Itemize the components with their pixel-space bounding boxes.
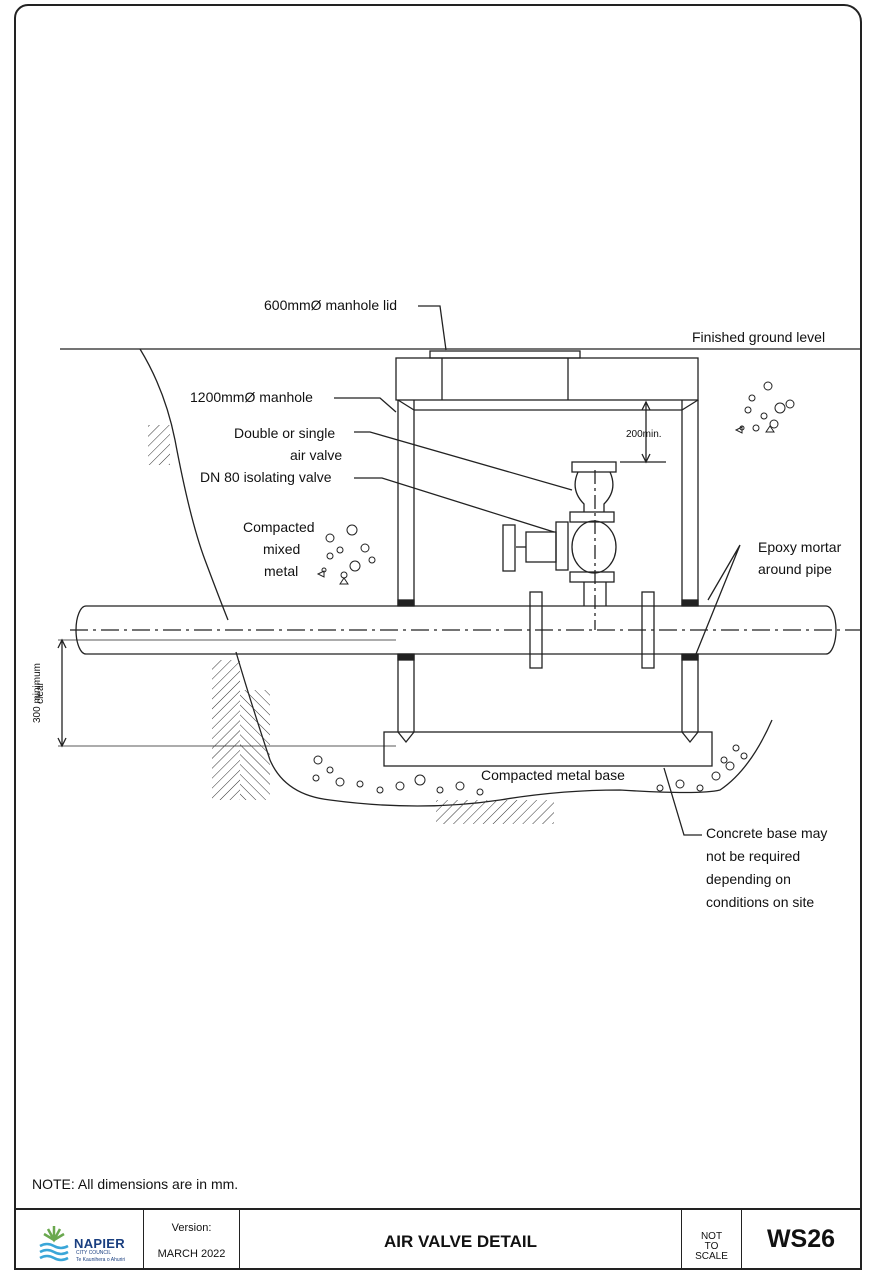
soil-hatch (436, 800, 554, 824)
label-epoxy-1: Epoxy mortar (758, 539, 842, 555)
scale-cell: NOT TO SCALE (682, 1210, 742, 1270)
logo-name: NAPIER (74, 1236, 125, 1251)
label-manhole: 1200mmØ manhole (190, 389, 313, 405)
label-ground-level: Finished ground level (692, 329, 826, 345)
soil-hatch (212, 660, 240, 800)
isolating-valve-stem (525, 531, 557, 563)
label-dim-200: 200min. (626, 429, 662, 440)
valve-riser (583, 582, 607, 606)
aggregate-cluster (312, 381, 795, 796)
logo-subtitle-maori: Te Kaunihera o Ahuriri (76, 1257, 126, 1263)
label-compacted-2: mixed (263, 541, 301, 557)
label-epoxy-2: around pipe (758, 561, 832, 577)
version-value: MARCH 2022 (157, 1248, 226, 1260)
label-concrete-1: Concrete base may (706, 825, 828, 841)
scale-line-1: NOT (700, 1231, 723, 1242)
trench-wall-left (139, 348, 229, 621)
title-block: NAPIER CITY COUNCIL Te Kaunihera o Ahuri… (14, 1208, 862, 1270)
label-concrete-2: not be required (706, 848, 801, 864)
isolating-valve-flange (569, 511, 615, 523)
manhole-top-slab (395, 357, 699, 401)
label-isolating-valve: DN 80 isolating valve (200, 469, 332, 485)
drawing-title: AIR VALVE DETAIL (384, 1232, 537, 1251)
sheet-number-cell: WS26 (742, 1210, 860, 1270)
main-pipe (75, 605, 837, 655)
isolating-valve-flange (569, 571, 615, 583)
label-clearance-2: clear (34, 682, 46, 704)
concrete-base (383, 731, 713, 767)
soil-hatch (148, 425, 170, 465)
manhole-wall-left-lower (397, 654, 415, 732)
isolating-valve-bonnet (555, 521, 569, 571)
label-air-valve-2: air valve (290, 447, 343, 463)
pipe-flange (641, 591, 655, 669)
leader-manhole (334, 397, 397, 413)
version-label: Version: (171, 1222, 212, 1234)
logo-cell: NAPIER CITY COUNCIL Te Kaunihera o Ahuri… (14, 1210, 144, 1270)
logo-subtitle: CITY COUNCIL (76, 1250, 112, 1256)
epoxy-joint (681, 653, 699, 661)
epoxy-joint (397, 653, 415, 661)
manhole-wall-right (681, 400, 699, 606)
scale-line-3: SCALE (695, 1251, 728, 1262)
pipe-flange (529, 591, 543, 669)
label-concrete-4: conditions on site (706, 894, 815, 910)
epoxy-joint (397, 599, 415, 607)
label-concrete-3: depending on (706, 871, 791, 887)
version-cell: Version: MARCH 2022 (144, 1210, 240, 1270)
label-metal-base: Compacted metal base (481, 767, 625, 783)
label-compacted-1: Compacted (243, 519, 315, 535)
scale-line-2: TO (704, 1241, 719, 1252)
leader-lid (418, 305, 447, 351)
title-cell: AIR VALVE DETAIL (240, 1210, 682, 1270)
soil-hatch (240, 690, 270, 800)
napier-logo-icon (39, 1226, 69, 1262)
leader-concrete (663, 767, 702, 836)
manhole-wall-right-lower (681, 654, 699, 732)
label-manhole-lid: 600mmØ manhole lid (264, 297, 398, 313)
leader-air-valve (354, 431, 573, 491)
label-compacted-3: metal (264, 563, 299, 579)
air-valve-top (571, 461, 617, 473)
epoxy-joint (681, 599, 699, 607)
drawing-sheet (14, 4, 862, 1270)
manhole-wall-left (397, 400, 415, 606)
label-air-valve-1: Double or single (234, 425, 336, 441)
isolating-valve-handwheel (502, 524, 516, 572)
dimensions-note: NOTE: All dimensions are in mm. (32, 1176, 239, 1192)
sheet-number: WS26 (766, 1225, 836, 1253)
leader-epoxy (695, 544, 741, 655)
air-valve-body (574, 471, 614, 512)
manhole-lid (429, 350, 581, 359)
isolating-valve-body (571, 520, 617, 574)
leader-isolating-valve (354, 477, 555, 533)
